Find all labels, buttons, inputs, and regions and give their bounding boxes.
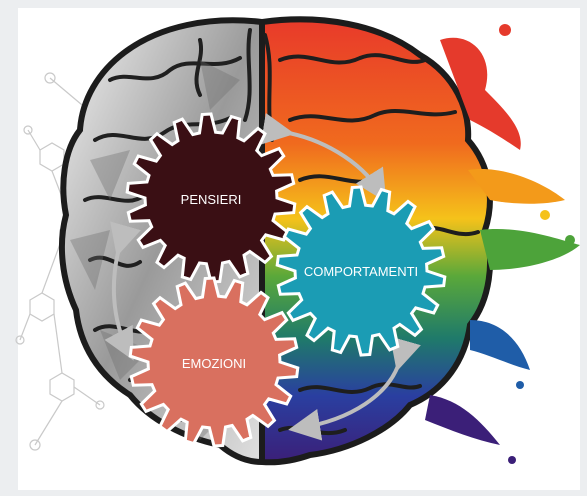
gear-emozioni-label: EMOZIONI — [182, 356, 246, 371]
gear-comportamenti-label: COMPORTAMENTI — [304, 264, 418, 279]
gear-pensieri-label: PENSIERI — [181, 192, 242, 207]
